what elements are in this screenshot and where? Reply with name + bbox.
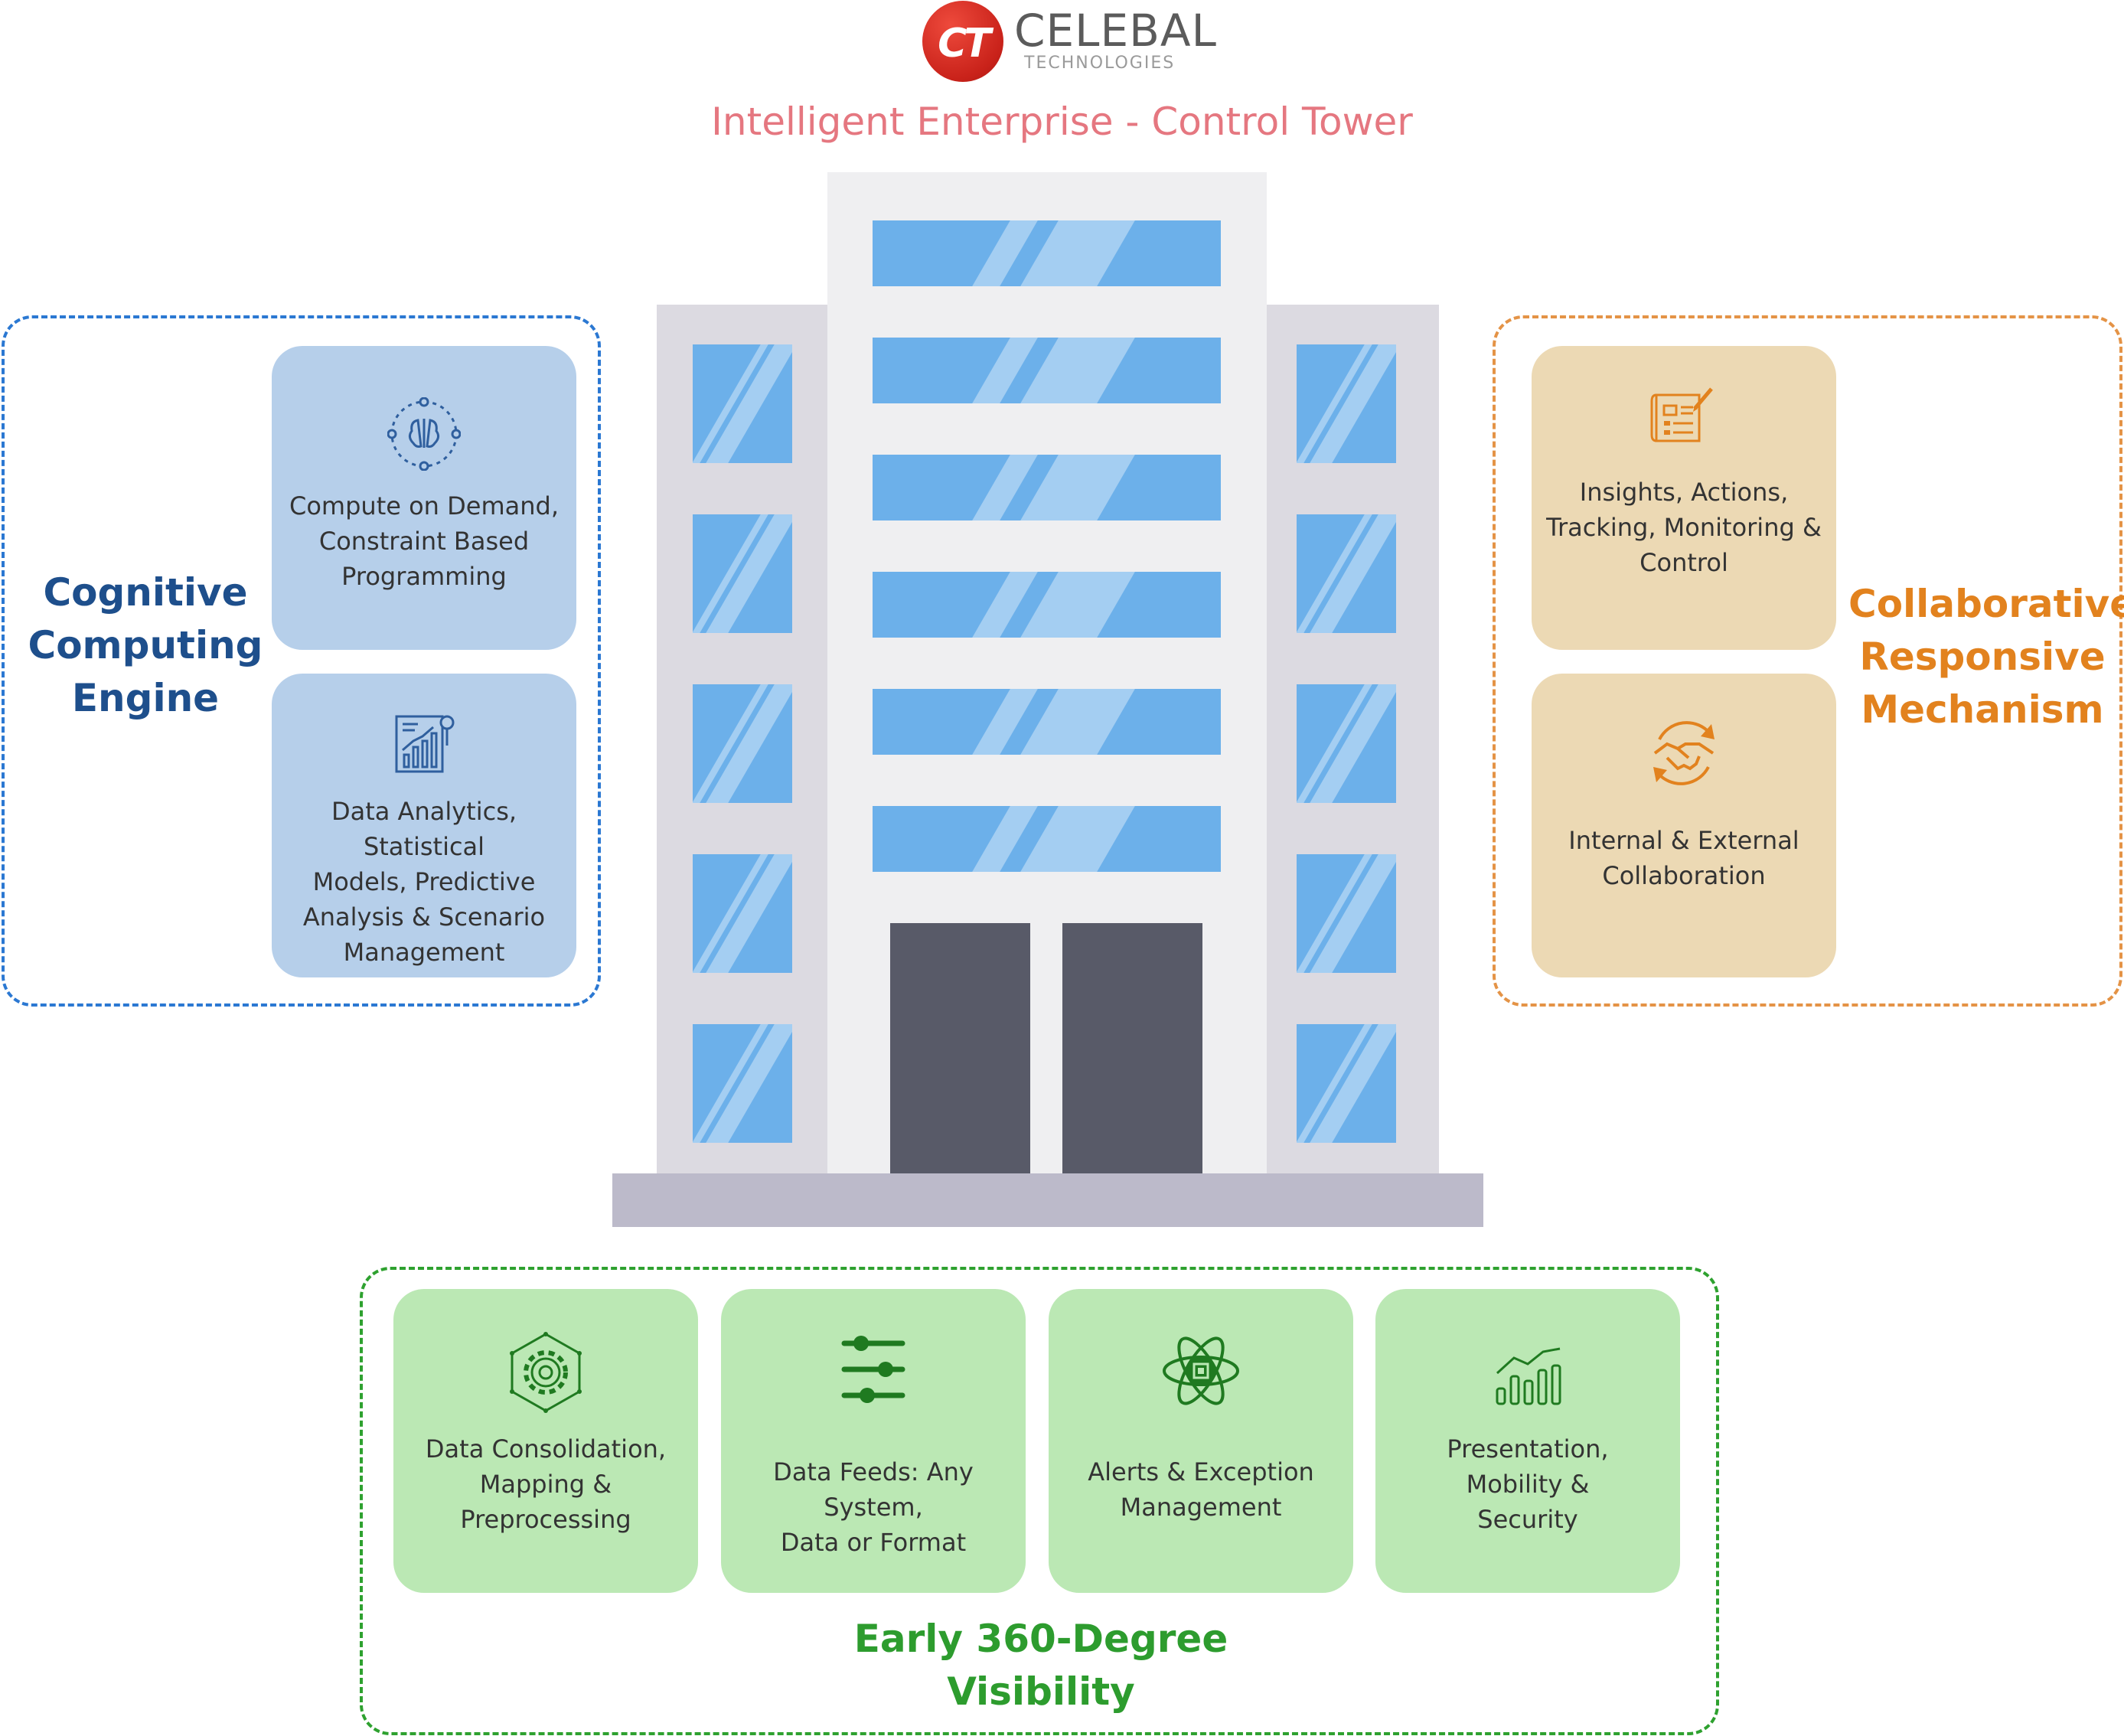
card-insights-actions: Insights, Actions, Tracking, Monitoring … xyxy=(1532,346,1836,650)
card-text: Presentation, Mobility & Security xyxy=(1383,1431,1672,1537)
card-line: Data Analytics, Statistical xyxy=(331,797,517,861)
card-line: Control xyxy=(1639,548,1728,577)
card-line: Insights, Actions, xyxy=(1579,478,1789,507)
visibility-group-border xyxy=(360,1267,1719,1735)
cognitive-group-border xyxy=(2,315,601,1007)
atom-chip-icon xyxy=(1049,1331,1353,1414)
window xyxy=(873,806,1221,872)
card-line: Mapping & xyxy=(479,1470,612,1499)
logo-wordmark: CELEBAL xyxy=(1014,5,1217,57)
card-text: Data Analytics, Statistical Models, Pred… xyxy=(279,794,569,970)
window xyxy=(693,854,792,973)
window xyxy=(1297,514,1396,633)
building-base xyxy=(612,1173,1483,1227)
window xyxy=(873,220,1221,286)
gear-hexagon-icon xyxy=(393,1331,698,1417)
card-line: Compute on Demand, xyxy=(289,491,559,520)
window xyxy=(1297,1024,1396,1143)
card-line: Constraint Based xyxy=(318,527,530,556)
window xyxy=(873,338,1221,403)
window xyxy=(873,572,1221,638)
window xyxy=(693,1024,792,1143)
card-line: Tracking, Monitoring & xyxy=(1546,513,1822,542)
window xyxy=(693,514,792,633)
card-line: Analysis & Scenario xyxy=(302,902,546,932)
card-data-feeds: Data Feeds: Any System, Data or Format xyxy=(721,1289,1026,1593)
card-text: Data Feeds: Any System, Data or Format xyxy=(729,1454,1018,1560)
card-line: Management xyxy=(1120,1493,1282,1522)
bar-trend-icon xyxy=(1375,1346,1680,1410)
card-text: Compute on Demand, Constraint Based Prog… xyxy=(279,488,569,594)
collaborative-group-label: Collaborative Responsive Mechanism xyxy=(1848,578,2124,736)
window xyxy=(693,344,792,463)
celebal-logo-mark: CT xyxy=(922,1,1003,82)
label-line: Computing xyxy=(28,623,263,667)
card-line: Security xyxy=(1477,1505,1578,1534)
label-line: Cognitive xyxy=(43,570,248,615)
card-data-analytics: Data Analytics, Statistical Models, Pred… xyxy=(272,674,576,977)
card-text: Alerts & Exception Management xyxy=(1056,1454,1346,1525)
card-data-consolidation: Data Consolidation, Mapping & Preprocess… xyxy=(393,1289,698,1593)
window xyxy=(1297,854,1396,973)
window xyxy=(873,455,1221,520)
label-line: Collaborative xyxy=(1848,582,2124,626)
sliders-icon xyxy=(721,1331,1026,1411)
card-line: Presentation, xyxy=(1447,1434,1609,1464)
label-line: Mechanism xyxy=(1861,687,2104,732)
window xyxy=(1297,684,1396,803)
card-line: Internal & External xyxy=(1568,826,1799,855)
card-compute-on-demand: Compute on Demand, Constraint Based Prog… xyxy=(272,346,576,650)
card-line: Mobility & xyxy=(1466,1470,1590,1499)
card-text: Insights, Actions, Tracking, Monitoring … xyxy=(1539,475,1829,580)
card-alerts-exception: Alerts & Exception Management xyxy=(1049,1289,1353,1593)
card-line: Programming xyxy=(341,562,507,591)
card-text: Data Consolidation, Mapping & Preprocess… xyxy=(401,1431,690,1537)
window xyxy=(873,689,1221,755)
page-title: Intelligent Enterprise - Control Tower xyxy=(711,100,1413,144)
label-line: Visibility xyxy=(947,1669,1135,1714)
label-line: Responsive xyxy=(1859,635,2106,679)
dashboard-edit-icon xyxy=(1532,383,1836,453)
logo-tagline: TECHNOLOGIES xyxy=(1024,54,1176,73)
card-line: Models, Predictive xyxy=(312,867,536,896)
card-line: Alerts & Exception xyxy=(1088,1457,1314,1486)
brain-network-icon xyxy=(272,397,576,474)
card-line: Data Feeds: Any System, xyxy=(773,1457,974,1522)
cognitive-group-label: Cognitive Computing Engine xyxy=(23,566,268,725)
card-collaboration: Internal & External Collaboration xyxy=(1532,674,1836,977)
logo-mark-letters: CT xyxy=(938,21,991,67)
card-text: Internal & External Collaboration xyxy=(1539,823,1829,893)
card-line: Collaboration xyxy=(1602,861,1766,890)
window xyxy=(693,684,792,803)
card-line: Data or Format xyxy=(780,1528,967,1557)
card-line: Management xyxy=(343,938,505,967)
card-presentation: Presentation, Mobility & Security xyxy=(1375,1289,1680,1593)
door-left xyxy=(890,923,1030,1175)
visibility-group-label: Early 360-Degree Visibility xyxy=(811,1613,1271,1718)
collaborative-group-border xyxy=(1493,315,2122,1007)
handshake-cycle-icon xyxy=(1532,713,1836,796)
card-line: Data Consolidation, xyxy=(425,1434,667,1464)
door-right xyxy=(1062,923,1202,1175)
card-line: Preprocessing xyxy=(460,1505,631,1534)
analytics-report-icon xyxy=(272,712,576,779)
label-line: Early 360-Degree xyxy=(853,1617,1228,1661)
label-line: Engine xyxy=(71,676,220,720)
window xyxy=(1297,344,1396,463)
